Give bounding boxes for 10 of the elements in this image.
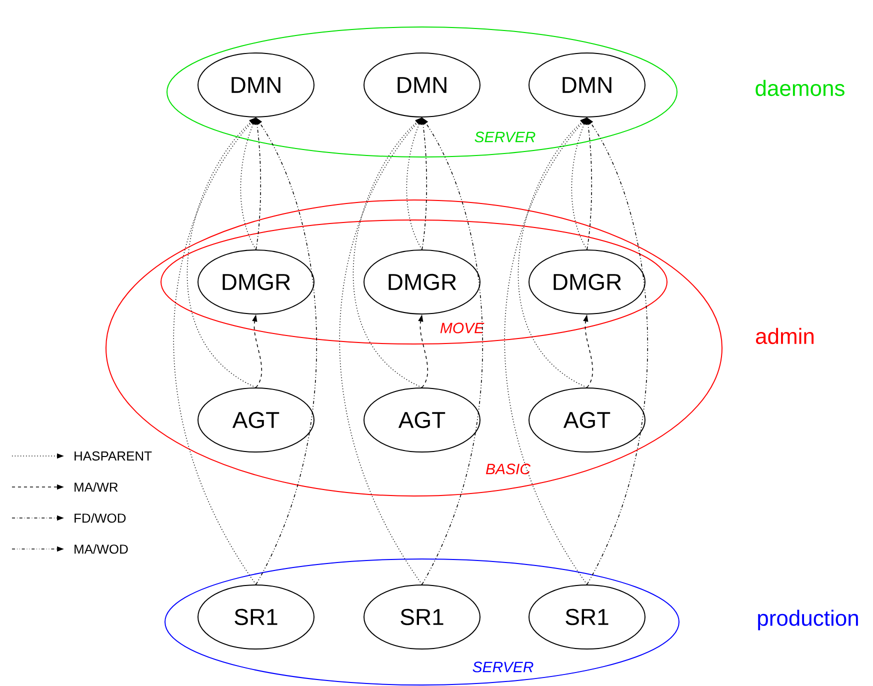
legend-entry: MA/WOD bbox=[12, 544, 128, 554]
arrow bbox=[339, 118, 422, 585]
node-label: production bbox=[758, 610, 858, 630]
legend-entry: FD/WOD bbox=[12, 513, 126, 523]
arrow bbox=[504, 118, 588, 585]
legend-entry: MA/WR bbox=[12, 482, 118, 492]
legend-entry: HASPARENT bbox=[12, 451, 152, 461]
node-label: daemons bbox=[756, 80, 844, 96]
arrow bbox=[173, 118, 256, 585]
node-label: admin bbox=[756, 328, 814, 344]
